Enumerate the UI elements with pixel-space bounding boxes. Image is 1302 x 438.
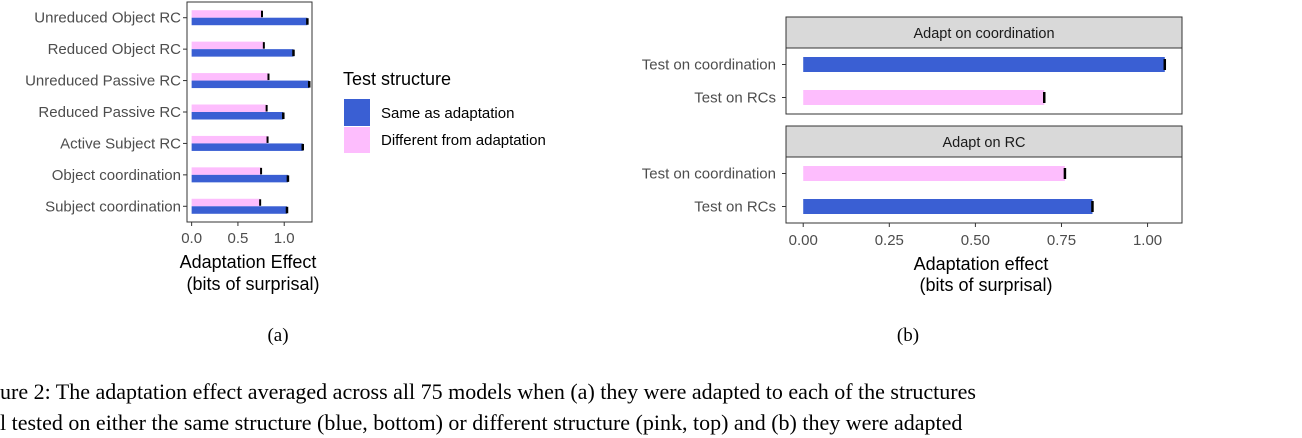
legend-label-different: Different from adaptation (381, 132, 546, 149)
panel-a: Unreduced Object RC Reduced Object RC Unre… (25, 1, 546, 346)
panel-b-category-label: Test on coordination (642, 166, 776, 183)
panel-a-bar-different (191, 104, 267, 112)
panel-a-category-label: Active Subject RC (60, 135, 181, 152)
facet-1-strip (785, 16, 1183, 49)
legend-swatch-different (344, 127, 370, 153)
legend-title: Test structure (343, 69, 451, 89)
panel-a-category-label: Unreduced Passive RC (25, 73, 181, 90)
panel-a-bar-same (191, 112, 284, 120)
panel-a-bar-same (191, 80, 310, 89)
panel-b-x-tick-label: 0.75 (1047, 232, 1076, 249)
panel-a-bar-same (191, 174, 288, 183)
panel-a-bar-same (191, 143, 303, 151)
panel-b-bar (803, 199, 1093, 214)
panel-b-x-tick-label: 0.25 (875, 232, 904, 249)
panel-a-bar-same (191, 17, 308, 26)
caption-line-2: l tested on either the same structure (b… (0, 410, 962, 435)
panel-a-bar-different (191, 167, 262, 175)
panel-b-label: (b) (897, 325, 919, 346)
facet-2-strip-label: Adapt on RC (942, 135, 1025, 151)
panel-b: Adapt on coordination Adapt on RC Test o… (642, 16, 1183, 346)
panel-b-category-label: Test on RCs (694, 90, 776, 107)
panel-b-x-tick-label: 0.50 (961, 232, 990, 249)
panel-a-x-tick-label: 0.5 (227, 230, 248, 247)
panel-b-x-axis-title-line1: Adaptation effect (914, 254, 1049, 274)
facet-1-strip-label: Adapt on coordination (913, 26, 1054, 42)
panel-a-category-label: Object coordination (52, 167, 181, 184)
panel-a-category-label: Reduced Passive RC (38, 104, 181, 121)
panel-a-bar-different (191, 135, 268, 144)
caption-line-1: ure 2: The adaptation effect averaged ac… (0, 379, 976, 404)
panel-a-x-axis-title-line2: (bits of surprisal) (186, 274, 319, 294)
panel-a-bar-different (191, 73, 269, 81)
panel-a-x-axis-title-line1: Adaptation Effect (180, 252, 317, 272)
panel-b-bar (803, 57, 1165, 72)
panel-b-x-axis-title-line2: (bits of surprisal) (919, 275, 1052, 295)
panel-b-x-tick-label: 1.00 (1133, 232, 1162, 249)
panel-a-x-tick-labels: 0.0 0.5 1.0 (181, 222, 295, 247)
facet-1-plot-border (785, 47, 1183, 115)
panel-a-bar-same (191, 206, 287, 214)
legend-swatch-same (344, 99, 370, 126)
panel-a-category-label: Unreduced Object RC (34, 10, 181, 27)
panel-a-category-label: Subject coordination (45, 198, 181, 215)
panel-a-bar-same (191, 49, 294, 57)
panel-a-bar-different (191, 198, 261, 207)
panel-b-category-label: Test on RCs (694, 199, 776, 216)
legend: Test structure Same as adaptation Differ… (343, 69, 546, 153)
panel-a-category-label: Reduced Object RC (48, 41, 182, 58)
facet-2-plot-border (785, 156, 1183, 224)
panel-b-marks (803, 57, 1167, 214)
panel-b-bar (803, 166, 1065, 181)
panel-a-label: (a) (267, 325, 288, 346)
panel-a-marks (191, 10, 311, 214)
panel-a-y-tick-labels: Unreduced Object RC Reduced Object RC Unre… (25, 10, 187, 215)
facet-2-strip (785, 125, 1183, 158)
panel-b-x-tick-labels: 0.00 0.25 0.50 0.75 1.00 (789, 223, 1162, 249)
legend-label-same: Same as adaptation (381, 105, 514, 122)
panel-a-x-tick-label: 1.0 (274, 230, 295, 247)
panel-a-bar-different (191, 10, 262, 18)
panel-b-category-label: Test on coordination (642, 57, 776, 74)
panel-b-x-tick-label: 0.00 (789, 232, 818, 249)
panel-a-x-tick-label: 0.0 (181, 230, 202, 247)
panel-b-bar (803, 90, 1045, 105)
figure-caption: ure 2: The adaptation effect averaged ac… (0, 379, 976, 435)
panel-a-bar-different (191, 41, 264, 50)
